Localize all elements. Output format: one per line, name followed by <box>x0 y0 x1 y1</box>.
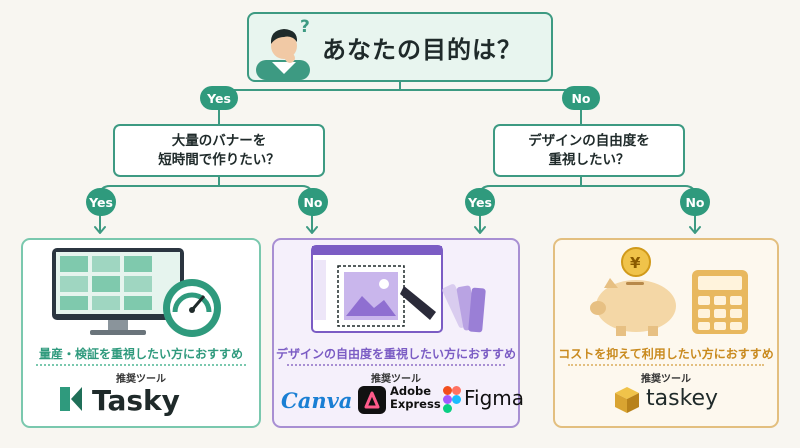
card-tasky-heading: 量産・検証を重視したい方におすすめ <box>38 347 243 361</box>
right-question-line2: 重視したい？ <box>548 151 630 168</box>
right-no-label: No <box>680 188 710 216</box>
card-taskey-heading: コストを抑えて利用したい方におすすめ <box>558 347 774 361</box>
piggy-bank-calculator-icon: ¥ <box>590 247 748 336</box>
card-tasky-tool-label: 推奨ツール <box>116 374 166 385</box>
card-tasky-divider <box>36 364 246 366</box>
left-yes-label: Yes <box>86 188 116 216</box>
root-no-label: No <box>562 86 600 110</box>
adobe-express-logo-line2: Express <box>390 397 441 411</box>
card-design-heading: デザインの自由度を重視したい方におすすめ <box>275 347 516 361</box>
card-design-divider <box>287 364 505 366</box>
right-question-box: デザインの自由度を 重視したい？ <box>493 124 685 177</box>
right-to-cards-line <box>479 175 696 233</box>
monitor-speedometer-icon <box>52 248 221 337</box>
right-question-line1: デザインの自由度を <box>528 132 650 149</box>
figma-logo-icon <box>443 386 461 413</box>
adobe-express-logo-icon <box>358 386 386 414</box>
card-taskey-divider <box>568 364 764 366</box>
card-design-tool-label: 推奨ツール <box>371 374 421 385</box>
tasky-logo-text: Tasky <box>92 384 180 417</box>
left-to-cards-line <box>99 175 313 233</box>
svg-text:?: ? <box>300 17 310 37</box>
root-yes-label: Yes <box>200 86 238 110</box>
left-question-line1: 大量のバナーを <box>171 132 267 149</box>
root-to-branches-line <box>218 81 582 126</box>
tasky-logo-icon <box>58 385 84 413</box>
adobe-express-logo-line1: Adobe <box>390 384 432 398</box>
taskey-logo-text: taskey <box>646 386 719 411</box>
left-no-label: No <box>298 188 328 216</box>
right-yes-label: Yes <box>465 188 495 216</box>
svg-text:¥: ¥ <box>630 254 641 272</box>
thinking-person-icon: ? <box>256 17 310 80</box>
taskey-logo-icon <box>615 387 639 413</box>
left-question-line2: 短時間で作りたい？ <box>158 151 280 168</box>
design-canvas-pen-icon <box>311 245 486 333</box>
arrow-heads <box>94 226 701 234</box>
adobe-express-logo-text: Adobe Express <box>390 385 441 411</box>
root-question-title: あなたの目的は？ <box>322 36 522 64</box>
canva-logo-text: Canva <box>281 388 353 413</box>
card-taskey-tool-label: 推奨ツール <box>641 374 691 385</box>
left-question-box: 大量のバナーを 短時間で作りたい？ <box>113 124 325 177</box>
figma-logo-text: Figma <box>464 386 525 410</box>
